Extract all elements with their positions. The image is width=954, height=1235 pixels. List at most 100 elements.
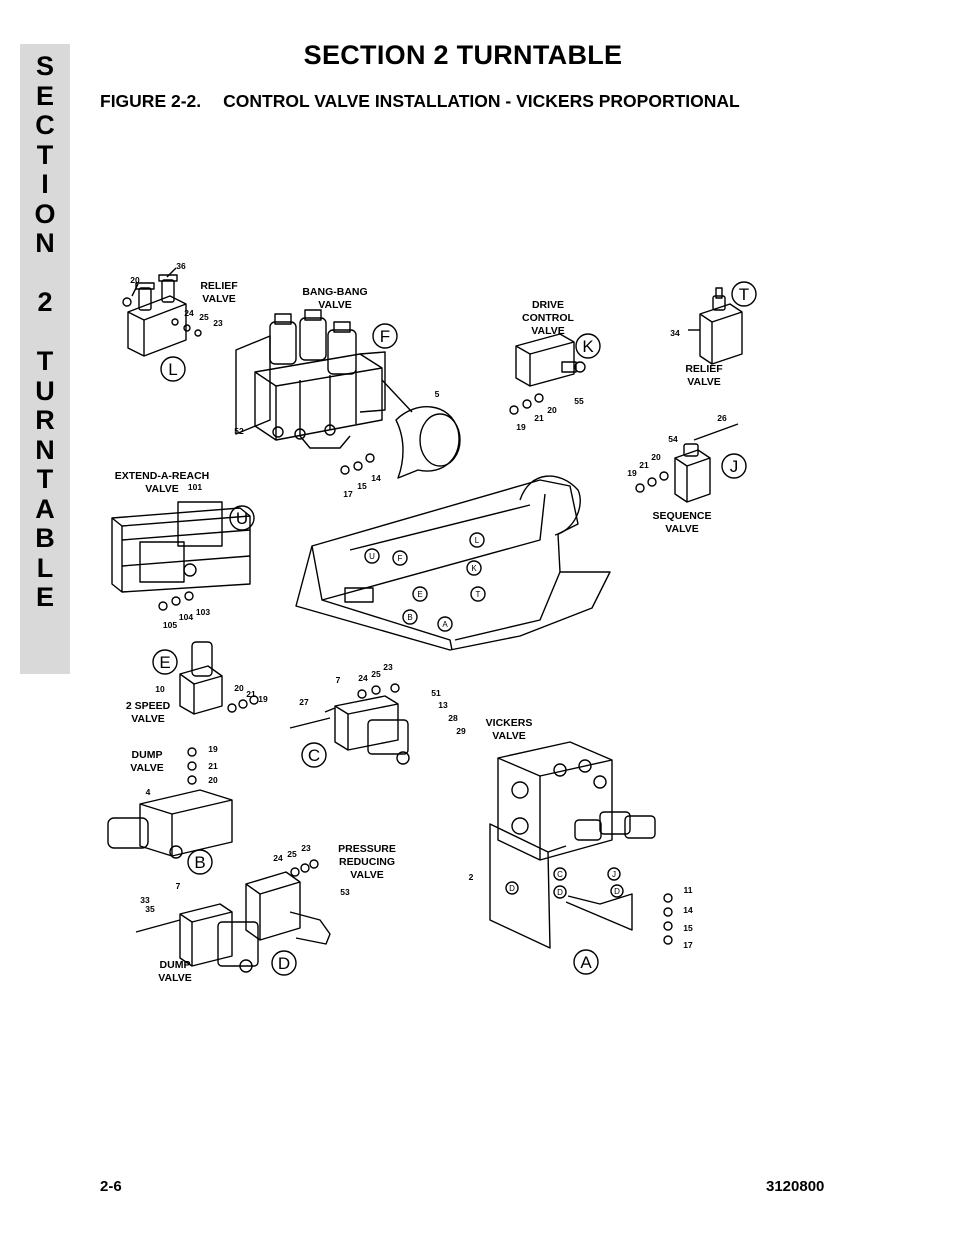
svg-text:RELIEF: RELIEF — [200, 280, 238, 292]
callout-a: A — [580, 953, 592, 972]
callout-c: C — [308, 746, 320, 765]
svg-text:VALVE: VALVE — [665, 523, 698, 535]
svg-text:21: 21 — [208, 761, 218, 771]
vickers-callout-j: J — [612, 870, 616, 879]
svg-text:24: 24 — [184, 308, 194, 318]
svg-text:23: 23 — [383, 662, 393, 672]
svg-text:EXTEND-A-REACH: EXTEND-A-REACH — [115, 470, 210, 482]
turntable-base-drawing — [295, 475, 611, 651]
side-tab-letter: T — [36, 464, 54, 494]
svg-text:51: 51 — [431, 688, 441, 698]
svg-text:25: 25 — [287, 849, 297, 859]
side-tab-letter: E — [35, 80, 54, 111]
figure-title: CONTROL VALVE INSTALLATION - VICKERS PRO… — [223, 91, 740, 111]
base-callout-t: T — [476, 590, 481, 599]
svg-text:21: 21 — [534, 413, 544, 423]
side-tab-letter: T — [36, 346, 54, 376]
callout-letters: L F K T J U E C B D A U F L K E T B A D … — [159, 285, 749, 973]
callout-k: K — [582, 337, 594, 356]
svg-text:VALVE: VALVE — [492, 730, 525, 742]
svg-text:24: 24 — [358, 673, 368, 683]
svg-text:VALVE: VALVE — [531, 325, 564, 337]
svg-text:DRIVE: DRIVE — [532, 299, 564, 311]
svg-text:14: 14 — [683, 905, 693, 915]
svg-text:VALVE: VALVE — [202, 293, 235, 305]
side-tab-letter: A — [35, 493, 55, 524]
side-tab-letter: B — [35, 523, 55, 553]
svg-text:RELIEF: RELIEF — [685, 363, 723, 375]
svg-text:55: 55 — [574, 396, 584, 406]
dump-valve-d-drawing — [135, 903, 259, 973]
svg-text:10: 10 — [155, 684, 165, 694]
side-tab-letter: C — [35, 110, 55, 140]
svg-text:DUMP: DUMP — [132, 749, 163, 761]
svg-text:19: 19 — [516, 422, 526, 432]
relief-valve-t-drawing — [688, 287, 743, 365]
svg-text:28: 28 — [448, 713, 458, 723]
svg-text:103: 103 — [196, 607, 210, 617]
svg-text:2 SPEED: 2 SPEED — [126, 700, 171, 712]
svg-text:101: 101 — [188, 482, 202, 492]
callout-d: D — [278, 954, 290, 973]
side-tab-letter: E — [35, 582, 54, 612]
svg-text:33: 33 — [140, 895, 150, 905]
vickers-callout-c: C — [557, 870, 563, 879]
svg-text:SEQUENCE: SEQUENCE — [653, 510, 712, 522]
svg-text:14: 14 — [371, 473, 381, 483]
callout-b: B — [194, 853, 205, 872]
svg-text:36: 36 — [176, 261, 186, 271]
page-number: 2-6 — [100, 1178, 122, 1195]
bang-bang-valve-drawing — [235, 309, 461, 479]
svg-text:7: 7 — [176, 881, 181, 891]
side-tab-letter: N — [35, 434, 55, 465]
svg-text:7: 7 — [336, 675, 341, 685]
svg-text:VALVE: VALVE — [350, 869, 383, 881]
svg-text:DUMP: DUMP — [160, 959, 191, 971]
svg-text:VALVE: VALVE — [687, 376, 720, 388]
figure-number: FIGURE 2-2. — [100, 91, 202, 111]
svg-text:23: 23 — [301, 843, 311, 853]
component-labels: RELIEF VALVE BANG-BANG VALVE DRIVE CONTR… — [115, 280, 723, 984]
svg-text:VALVE: VALVE — [131, 713, 164, 725]
base-callout-f: F — [398, 554, 403, 563]
base-callout-l: L — [475, 536, 480, 545]
vickers-valve-drawing — [489, 741, 673, 949]
svg-text:54: 54 — [668, 434, 678, 444]
svg-text:35: 35 — [145, 904, 155, 914]
side-tab-letter: S — [35, 51, 54, 81]
svg-text:17: 17 — [343, 489, 353, 499]
vickers-callout-d3: D — [614, 887, 620, 896]
svg-text:19: 19 — [208, 744, 218, 754]
side-tab-letter: I — [41, 169, 49, 199]
svg-text:27: 27 — [299, 697, 309, 707]
svg-text:53: 53 — [340, 887, 350, 897]
side-tab-letter: 2 — [37, 287, 53, 317]
svg-text:BANG-BANG: BANG-BANG — [302, 286, 367, 298]
callout-l: L — [168, 360, 177, 379]
svg-text:23: 23 — [213, 318, 223, 328]
callout-f: F — [380, 327, 390, 346]
svg-text:21: 21 — [246, 689, 256, 699]
svg-text:15: 15 — [683, 923, 693, 933]
figure-caption: FIGURE 2-2. CONTROL VALVE INSTALLATION - … — [100, 91, 740, 112]
side-tab-letter: R — [35, 405, 55, 435]
svg-text:21: 21 — [639, 460, 649, 470]
base-callout-k: K — [471, 564, 477, 573]
part-numbers: 20 36 24 25 23 5 52 15 14 17 55 20 21 19… — [130, 261, 727, 950]
drive-control-valve-drawing — [509, 333, 586, 415]
svg-text:5: 5 — [435, 389, 440, 399]
svg-text:VALVE: VALVE — [145, 483, 178, 495]
callout-j: J — [730, 457, 739, 476]
svg-text:26: 26 — [717, 413, 727, 423]
vickers-callout-d1: D — [509, 884, 515, 893]
svg-text:105: 105 — [163, 620, 177, 630]
base-callout-b: B — [407, 613, 412, 622]
svg-text:13: 13 — [438, 700, 448, 710]
svg-text:34: 34 — [670, 328, 680, 338]
svg-text:52: 52 — [234, 426, 244, 436]
svg-text:REDUCING: REDUCING — [339, 856, 395, 868]
page-title-text: SECTION 2 TURNTABLE — [303, 40, 623, 70]
side-tab-letter: N — [35, 228, 55, 258]
